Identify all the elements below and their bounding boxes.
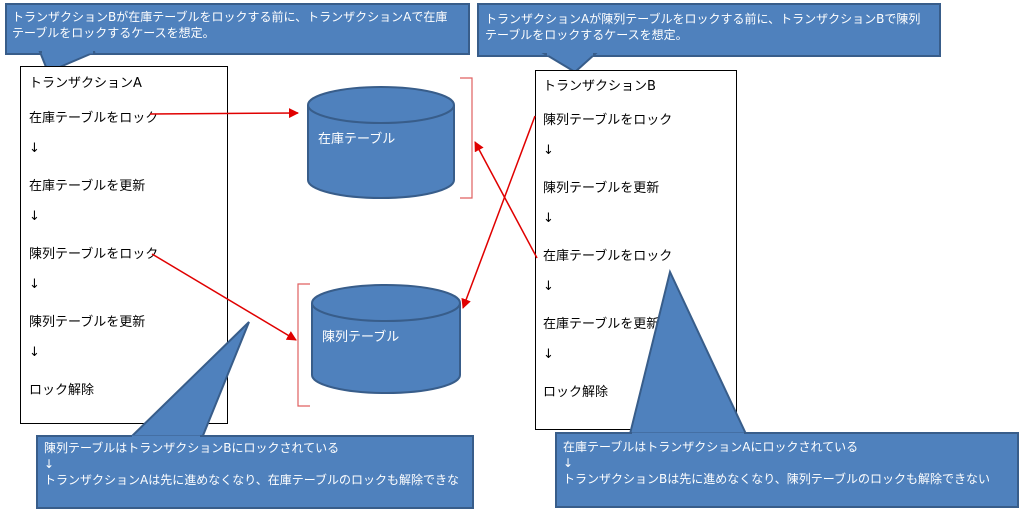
callout-bottom-right-line: トランザクションBは先に進めなくなり、陳列テーブルのロックも解除できない	[563, 472, 991, 486]
callout-bottom-left-line: ↓	[44, 457, 55, 471]
callout-bottom-right-line: ↓	[563, 456, 574, 470]
callout-top-right-line: テーブルをロックするケースを想定。	[485, 28, 688, 42]
transaction-b-step: ↓	[543, 279, 554, 294]
transaction-b-step: 陳列テーブルをロック	[543, 113, 673, 128]
transaction-a-step: ↓	[29, 141, 40, 156]
arrow-b-lock-display	[461, 115, 536, 309]
transaction-b-step: 陳列テーブルを更新	[543, 181, 660, 196]
display-table-cylinder	[311, 284, 461, 394]
callout-top-right-shape	[477, 3, 941, 74]
transaction-a-step: 陳列テーブルを更新	[29, 315, 146, 330]
transaction-a-step: 在庫テーブルを更新	[29, 179, 146, 194]
transaction-a-step: ↓	[29, 209, 40, 224]
transaction-a-box: トランザクションA 在庫テーブルをロック ↓ 在庫テーブルを更新 ↓ 陳列テーブ…	[20, 66, 228, 424]
transaction-b-step: ↓	[543, 211, 554, 226]
callout-bottom-right-line: 在庫テーブルはトランザクションAにロックされている	[563, 440, 859, 454]
transaction-b-step: ↓	[543, 143, 554, 158]
transaction-a-step: ↓	[29, 345, 40, 360]
transaction-b-step: 在庫テーブルをロック	[543, 249, 673, 264]
callout-bottom-right-shape	[555, 269, 1019, 508]
transaction-a-step: ↓	[29, 277, 40, 292]
transaction-a-step: 在庫テーブルをロック	[29, 111, 159, 126]
callout-top-left-line: トランザクションBが在庫テーブルをロックする前に、トランザクションAで在庫	[12, 10, 448, 24]
transaction-b-step: 在庫テーブルを更新	[543, 317, 660, 332]
transaction-b-title: トランザクションB	[543, 79, 656, 94]
arrow-a-lock-stock	[149, 108, 299, 119]
stock-table-bracket	[460, 77, 473, 199]
transaction-a-step: 陳列テーブルをロック	[29, 247, 159, 262]
callout-bottom-left-shape	[36, 321, 474, 509]
transaction-a-step: ロック解除	[29, 383, 95, 398]
stock-table-cylinder	[307, 86, 455, 199]
stock-table-label: 在庫テーブル	[318, 132, 396, 147]
transaction-b-step: ↓	[543, 347, 554, 362]
callout-top-left-line: テーブルをロックするケースを想定。	[12, 26, 215, 40]
transaction-a-title: トランザクションA	[29, 76, 142, 91]
callout-bottom-left-line: トランザクションAは先に進めなくなり、在庫テーブルのロックも解除できな	[44, 473, 460, 487]
callout-top-right-line: トランザクションAが陳列テーブルをロックする前に、トランザクションBで陳列	[485, 12, 921, 26]
transaction-b-step: ロック解除	[543, 385, 609, 400]
display-table-bracket	[297, 283, 310, 407]
display-table-label: 陳列テーブル	[322, 330, 400, 345]
callout-bottom-left-line: 陳列テーブルはトランザクションBにロックされている	[44, 441, 340, 455]
arrow-a-lock-display	[151, 253, 297, 341]
arrow-b-lock-stock	[474, 141, 538, 259]
